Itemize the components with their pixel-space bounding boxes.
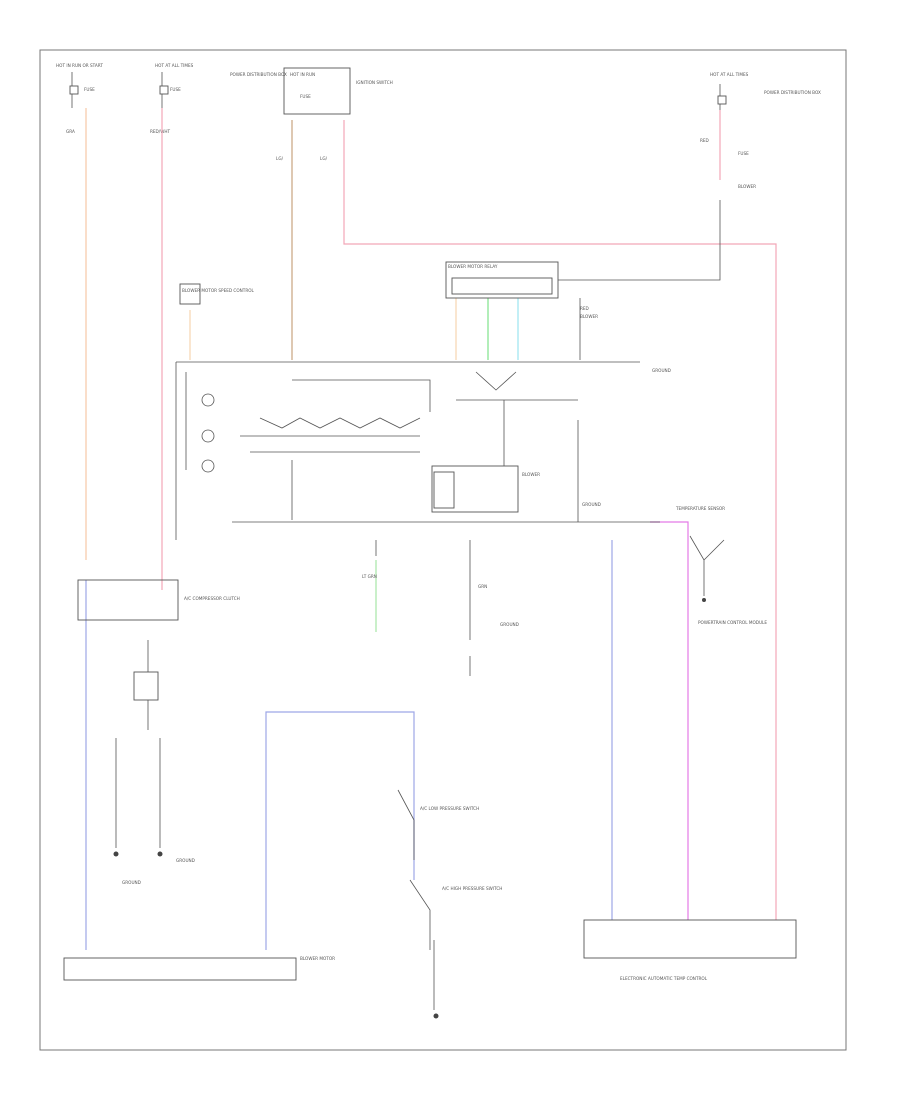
svg-text:FUSE: FUSE	[170, 87, 181, 92]
svg-text:BLOWER: BLOWER	[580, 314, 598, 319]
svg-text:BLOWER: BLOWER	[738, 184, 756, 189]
label-ground: BLOWER MOTOR SPEED CONTROL	[182, 288, 255, 293]
label-high-pressure: A/C HIGH PRESSURE SWITCH	[442, 886, 502, 891]
bottom-left-connector: BLOWER MOTOR	[63, 956, 335, 981]
label-hot-all-times: HOT AT ALL TIMES	[155, 63, 194, 68]
diagram-frame	[39, 49, 847, 1051]
label-blower-speed: GROUND	[582, 502, 601, 507]
pressure-switches: A/C LOW PRESSURE SWITCH A/C HIGH PRESSUR…	[397, 789, 502, 1019]
top-fuse-block-right: HOT AT ALL TIMES POWER DISTRIBUTION BOX …	[700, 72, 821, 236]
label-ac-clutch: A/C COMPRESSOR CLUTCH	[184, 596, 240, 601]
svg-text:FUSE: FUSE	[300, 94, 311, 99]
svg-text:GROUND: GROUND	[122, 880, 141, 885]
temp-sensor-block: TEMPERATURE SENSOR POWERTRAIN CONTROL MO…	[675, 506, 767, 625]
svg-text:GRA: GRA	[66, 129, 75, 134]
label-low-pressure: A/C LOW PRESSURE SWITCH	[420, 806, 479, 811]
wire-magenta	[650, 521, 689, 920]
svg-text:LG/: LG/	[276, 156, 284, 161]
label-power-dist-right: POWER DISTRIBUTION BOX	[764, 90, 821, 95]
svg-text:GROUND: GROUND	[500, 622, 519, 627]
top-fuse-block-3: POWER DISTRIBUTION BOX HOT IN RUN FUSE I…	[230, 67, 393, 161]
svg-text:FUSE: FUSE	[84, 87, 95, 92]
svg-text:RED: RED	[700, 138, 709, 143]
label-temp-sensor: TEMPERATURE SENSOR	[675, 506, 725, 511]
label-blower-motor: BLOWER MOTOR	[300, 956, 335, 961]
label-hot-run-start: HOT IN RUN OR START	[56, 63, 103, 68]
svg-text:GROUND: GROUND	[652, 368, 671, 373]
wire-blue-mid	[265, 711, 415, 950]
label-hot-in-run: HOT IN RUN	[290, 72, 315, 77]
label-power-dist-box: POWER DISTRIBUTION BOX	[230, 72, 287, 77]
label-pcm: POWERTRAIN CONTROL MODULE	[698, 620, 767, 625]
ac-clutch-block: A/C COMPRESSOR CLUTCH GROUND GROUND	[77, 579, 240, 885]
svg-text:LG/: LG/	[320, 156, 328, 161]
control-module-body: GROUND GROUND BLOWER	[175, 361, 671, 540]
svg-text:FUSE: FUSE	[738, 151, 749, 156]
top-fuse-block-left: HOT IN RUN OR START FUSE GRA	[56, 63, 103, 134]
ground-point: BLOWER MOTOR SPEED CONTROL	[179, 283, 255, 305]
svg-text:GRN: GRN	[478, 584, 487, 589]
svg-text:RED/WHT: RED/WHT	[150, 129, 170, 134]
bottom-right-connector: ELECTRONIC AUTOMATIC TEMP CONTROL	[583, 919, 797, 981]
svg-text:BLOWER: BLOWER	[522, 472, 540, 477]
svg-text:RED: RED	[580, 306, 589, 311]
wire-pink-top	[343, 120, 777, 920]
blower-motor-relay: BLOWER MOTOR RELAY RED BLOWER	[445, 236, 721, 360]
svg-text:GROUND: GROUND	[176, 858, 195, 863]
label-ignition-switch: IGNITION SWITCH	[356, 80, 393, 85]
label-blower-relay: BLOWER MOTOR RELAY	[448, 264, 498, 269]
label-eatc: ELECTRONIC AUTOMATIC TEMP CONTROL	[620, 976, 708, 981]
svg-text:LT GRN: LT GRN	[362, 574, 377, 579]
top-fuse-block-2: HOT AT ALL TIMES FUSE RED/WHT	[150, 63, 194, 134]
label-hot-all-times-right: HOT AT ALL TIMES	[710, 72, 749, 77]
